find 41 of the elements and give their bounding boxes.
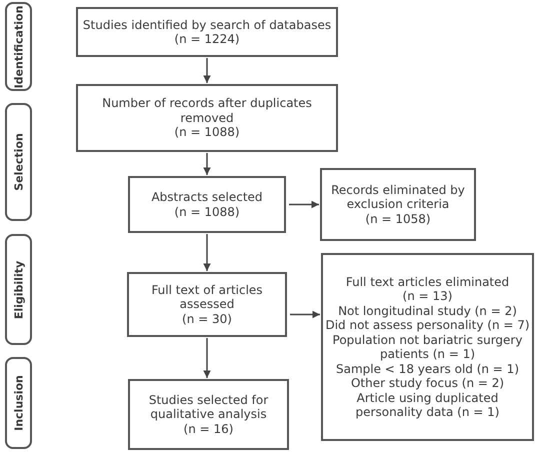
box-text: Records eliminated by exclusion criteria xyxy=(330,182,466,212)
box-text: (n = 1058) xyxy=(365,212,431,226)
arrow xyxy=(203,234,211,271)
process-box xyxy=(321,253,534,441)
stage-band xyxy=(5,234,32,345)
stage-band xyxy=(5,103,32,221)
box-text: Did not assess personality (n = 7) xyxy=(325,318,530,332)
stage-label: Identification xyxy=(12,5,25,88)
process-box xyxy=(76,7,338,57)
box-text: (n = 30) xyxy=(182,312,232,326)
box-text: Not longitudinal study (n = 2) xyxy=(338,304,517,318)
box-text: (n = 16) xyxy=(184,422,234,436)
box-text: (n = 1088) xyxy=(174,204,240,219)
box-text: (n = 1224) xyxy=(174,32,240,46)
box-text: Other study focus (n = 2) xyxy=(350,376,504,390)
box-text: Article using duplicated personality data (n = 1) xyxy=(354,390,500,420)
arrow xyxy=(203,153,211,175)
box-text: Abstracts selected xyxy=(151,190,263,204)
process-box xyxy=(127,272,287,337)
process-box xyxy=(320,168,476,241)
stage-band xyxy=(5,357,32,449)
box-text: Sample < 18 years old (n = 1) xyxy=(336,362,519,376)
box-text: Studies selected for qualitative analysis xyxy=(148,392,270,422)
arrow xyxy=(289,200,319,208)
box-text: Studies identified by search of databases xyxy=(82,18,332,32)
stage-label: Selection xyxy=(12,133,25,191)
box-text: Full text of articles assessed xyxy=(150,282,264,312)
arrow xyxy=(203,338,211,378)
box-text: (n = 13) xyxy=(402,289,452,304)
stage-label: Inclusion xyxy=(12,375,25,431)
stage-band xyxy=(5,2,32,91)
stage-label: Eligibility xyxy=(12,260,25,319)
box-text: Number of records after duplicates removed xyxy=(101,96,313,126)
arrow xyxy=(203,58,211,83)
process-box xyxy=(128,176,286,233)
box-text: (n = 1088) xyxy=(174,125,240,140)
box-text: Population not bariatric surgery patients (n = 1) xyxy=(332,332,524,362)
arrow xyxy=(290,310,320,318)
process-box xyxy=(128,379,289,450)
process-box xyxy=(76,84,338,152)
box-text: Full text articles eliminated xyxy=(346,274,510,289)
